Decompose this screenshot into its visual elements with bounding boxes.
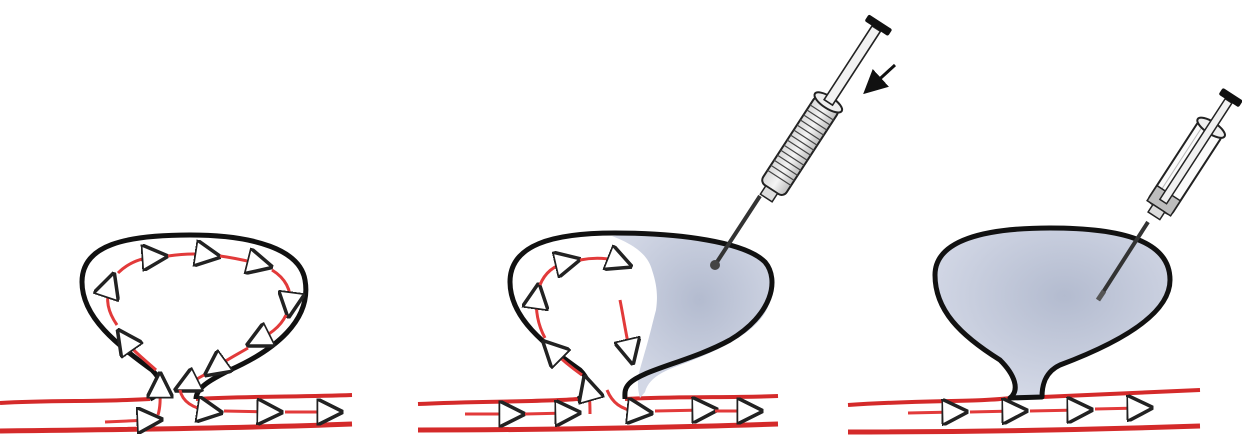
flow-arrow (580, 258, 620, 262)
flow-arrow (224, 411, 270, 412)
flow-arrow (1095, 408, 1140, 409)
vessel-wall-bottom (418, 424, 778, 430)
blood-flow-arrows (908, 408, 1140, 413)
flow-arrow (540, 262, 568, 285)
flow-arrow (970, 411, 1015, 412)
vessel-wall-top (196, 395, 352, 399)
needle-tip (710, 260, 720, 270)
flow-arrow (908, 412, 955, 413)
vessel-wall-bottom (0, 424, 352, 431)
flow-arrow (552, 350, 582, 375)
aneurysm-filled (935, 228, 1170, 398)
panel-1 (0, 235, 352, 431)
flow-arrow (536, 296, 545, 338)
embolic-fill-partial (612, 234, 771, 398)
vessel-wall-bottom (848, 426, 1200, 432)
vessel-wall-top (625, 396, 778, 399)
flow-arrow (108, 285, 117, 325)
flow-arrow (118, 257, 155, 273)
syringe-graduated (710, 13, 895, 270)
vessel-wall-top (0, 399, 150, 403)
flow-arrow (168, 254, 208, 256)
panel-3 (848, 85, 1242, 432)
push-direction-arrow (872, 65, 895, 86)
flow-arrow (272, 270, 290, 305)
flow-arrow (655, 410, 705, 411)
vessel-wall-top (418, 399, 578, 404)
flow-arrow (588, 388, 590, 414)
flow-arrow (186, 375, 204, 385)
flow-arrow (1030, 410, 1080, 411)
flow-arrow (525, 413, 568, 414)
aneurysm-outline (82, 235, 306, 399)
flow-arrow (105, 420, 150, 422)
vessel-wall-top (1042, 390, 1200, 397)
vessel-wall-top (848, 398, 1010, 405)
flow-arrow (220, 256, 260, 264)
syringe-plunger (824, 26, 880, 105)
flow-arrow (620, 300, 630, 352)
syringe-plunger (1160, 99, 1232, 204)
panel-2 (418, 13, 895, 430)
